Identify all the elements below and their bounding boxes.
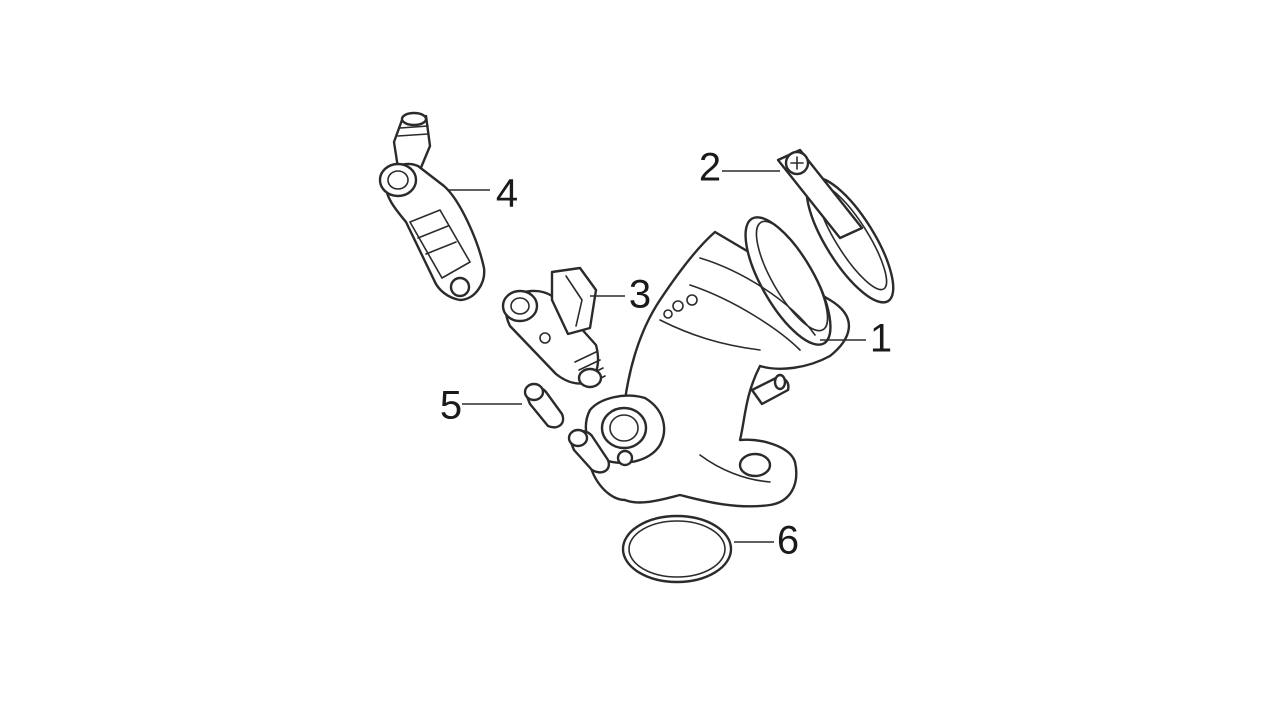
part-fuel-injector: [501, 266, 606, 389]
part-o-ring: [621, 514, 733, 584]
part-hose-clamp: [776, 148, 895, 304]
callout-1: 1: [870, 317, 892, 361]
callout-5: 5: [440, 384, 462, 428]
callout-4: 4: [496, 172, 518, 216]
leader-lines: [448, 170, 866, 543]
part-pressure-sensor: [378, 111, 486, 302]
part-intake-manifold: [584, 216, 850, 508]
callout-2: 2: [699, 146, 721, 190]
part-bolts: [523, 382, 611, 474]
callout-6: 6: [777, 519, 799, 563]
callout-3: 3: [629, 273, 651, 317]
